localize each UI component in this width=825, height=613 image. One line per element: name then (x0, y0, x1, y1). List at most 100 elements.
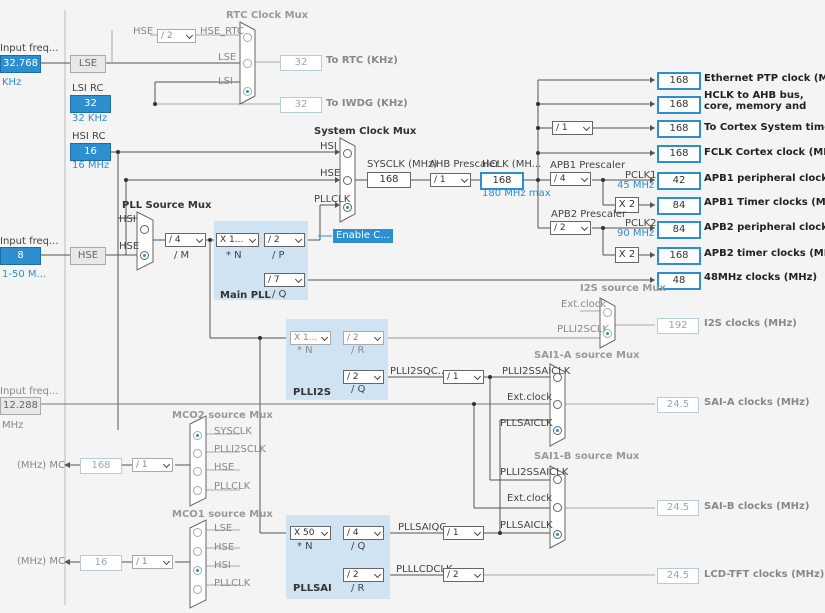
sysclk-mux-hsi-label: HSI (320, 141, 337, 152)
to-iwdg-label: To IWDG (KHz) (326, 98, 408, 109)
ahb-prescaler-select[interactable]: / 1 (430, 173, 471, 187)
lcd-divider-select[interactable]: / 2 (443, 568, 484, 582)
pll-q-label: / Q (272, 289, 287, 300)
sai-b-pllsai-radio[interactable] (553, 530, 562, 539)
hclk-max: 180 MHz max (482, 188, 551, 199)
plli2s-n-select[interactable]: X 1... (290, 331, 331, 345)
apb1-timer-value[interactable]: 84 (657, 197, 701, 215)
i2s-ext-radio[interactable] (603, 308, 612, 317)
mco2-mux-title: MCO2 source Mux (172, 410, 273, 421)
rtc-mux-title: RTC Clock Mux (226, 10, 309, 21)
sai-b-plli2s-radio[interactable] (553, 475, 562, 484)
pll-source-hse-radio[interactable] (140, 251, 149, 260)
sysclk-mux-hsi-radio[interactable] (343, 149, 352, 158)
pllsaiq-divider-select[interactable]: / 1 (443, 526, 484, 540)
sysclk-mux-hse-radio[interactable] (343, 176, 352, 185)
pll-p-divider-select[interactable]: / 2 (264, 233, 305, 247)
plli2sq-divider-select[interactable]: / 1 (443, 370, 484, 384)
apb1-peripheral-value[interactable]: 42 (657, 172, 701, 190)
pll-m-divider-select[interactable]: / 4 (165, 233, 206, 247)
sai-a-plli2s-radio[interactable] (553, 373, 562, 382)
sai-a-plli2ssai-label: PLLI2SSAICLK (502, 366, 571, 377)
mco2-hse-radio[interactable] (193, 467, 202, 476)
sai-a-ext-label: Ext.clock (507, 392, 553, 403)
mco2-pllclk-radio[interactable] (193, 486, 202, 495)
rtc-hse-divider-select[interactable]: / 2 (157, 29, 196, 43)
mco1-value[interactable]: 16 (80, 555, 122, 571)
pllsai-title: PLLSAI (293, 583, 332, 594)
enable-css-button[interactable]: Enable C... (333, 229, 393, 243)
hclk-ahb-label: HCLK to AHB bus, core, memory and DMA (M… (704, 90, 807, 112)
mco2-divider-select[interactable]: / 1 (132, 458, 173, 472)
sysclk-value: 168 (367, 172, 411, 188)
rtc-mux-hse-radio[interactable] (243, 33, 252, 42)
pll-q-divider-select[interactable]: / 7 (264, 273, 305, 287)
rtc-mux-lsi-radio[interactable] (243, 87, 252, 96)
hclk-input[interactable]: 168 (480, 172, 524, 190)
plli2s-r-select[interactable]: / 2 (343, 331, 384, 345)
hsi-value: 16 (70, 143, 111, 161)
ethernet-ptp-clock-value[interactable]: 168 (657, 72, 701, 90)
clock-48mhz-value[interactable]: 48 (657, 272, 701, 290)
apb2-peripheral-value[interactable]: 84 (657, 221, 701, 239)
apb2-timer-multiplier: X 2 (615, 247, 639, 263)
apb2-peripheral-label: APB2 peripheral clocks (704, 222, 825, 233)
mco1-divider-select[interactable]: / 1 (132, 555, 173, 569)
mco1-lse-radio[interactable] (193, 528, 202, 537)
mco2-hse-label: HSE (214, 462, 235, 473)
pllsai-q-select[interactable]: / 4 (343, 526, 384, 540)
sai-a-pllsai-radio[interactable] (553, 426, 562, 435)
sysclk-mux-hse-label: HSE (320, 168, 341, 179)
hclk-ahb-value[interactable]: 168 (657, 96, 701, 114)
i2s-ext-clock-label: Ext.clock (561, 299, 607, 310)
to-rtc-value: 32 (280, 55, 322, 71)
i2s-plli2s-radio[interactable] (603, 329, 612, 338)
plli2s-q-label: / Q (351, 384, 366, 395)
mco1-pllclk-radio[interactable] (193, 585, 202, 594)
apb1-prescaler-select[interactable]: / 4 (550, 172, 591, 186)
mco2-label: (MHz) MC (17, 460, 65, 471)
hse-frequency-input[interactable]: 8 (0, 247, 41, 265)
i2s-clock-value[interactable]: 192 (657, 318, 699, 334)
lse-unit: KHz (2, 77, 22, 88)
sai-b-clock-value[interactable]: 24.5 (657, 500, 699, 516)
i2s-source-mux-title: I2S source Mux (580, 283, 666, 294)
mco2-plli2sclk-label: PLLI2SCLK (214, 444, 266, 455)
mco2-value[interactable]: 168 (80, 458, 122, 474)
clock-48mhz-label: 48MHz clocks (MHz) (704, 272, 818, 283)
pclk2-max: 90 MHz m... (617, 228, 677, 239)
pll-lcd-clk-label: PLLLCDCLK (396, 564, 453, 575)
plli2s-q-select[interactable]: / 2 (343, 370, 384, 384)
sai-b-plli2ssai-label: PLLI2SSAICLK (500, 467, 569, 478)
pll-n-multiplier-select[interactable]: X 1... (216, 233, 259, 247)
sai-b-ext-radio[interactable] (553, 503, 562, 512)
fclk-cortex-value[interactable]: 168 (657, 145, 701, 163)
mco1-hse-radio[interactable] (193, 547, 202, 556)
mco2-plli2s-radio[interactable] (193, 449, 202, 458)
sai-a-clock-value[interactable]: 24.5 (657, 397, 699, 413)
rtc-mux-lse-radio[interactable] (243, 59, 252, 68)
rtc-lse-label: LSE (218, 52, 237, 63)
cortex-timer-divider-select[interactable]: / 1 (552, 121, 593, 135)
cortex-system-timer-label: To Cortex System timer (704, 122, 825, 133)
cortex-system-timer-value[interactable]: 168 (657, 120, 701, 138)
pll-source-hse-label: HSE (119, 241, 140, 252)
pll-source-hsi-radio[interactable] (140, 225, 149, 234)
pllsai-n-select[interactable]: X 50 (290, 526, 331, 540)
main-pll-title: Main PLL (220, 290, 271, 301)
mco2-sysclk-radio[interactable] (193, 431, 202, 440)
lcd-tft-clock-value[interactable]: 24.5 (657, 568, 699, 584)
sysclk-mux-pllclk-radio[interactable] (343, 203, 352, 212)
lse-frequency-input[interactable]: 32.768 (0, 55, 41, 73)
pclk2-label: PCLK2 (625, 218, 657, 229)
mco1-hsi-label: HSI (214, 560, 231, 571)
mco1-hsi-radio[interactable] (193, 566, 202, 575)
lcd-tft-clock-label: LCD-TFT clocks (MHz) (704, 569, 825, 580)
pllsai-r-select[interactable]: / 2 (343, 568, 384, 582)
apb2-prescaler-select[interactable]: / 2 (550, 221, 591, 235)
sai-a-ext-radio[interactable] (553, 400, 562, 409)
sai-a-clock-label: SAI-A clocks (MHz) (704, 397, 810, 408)
apb2-timer-value[interactable]: 168 (657, 247, 701, 265)
i2s-ext-frequency-input[interactable]: 12.288 (0, 397, 41, 415)
i2s-input-label: Input freq... (0, 386, 59, 397)
